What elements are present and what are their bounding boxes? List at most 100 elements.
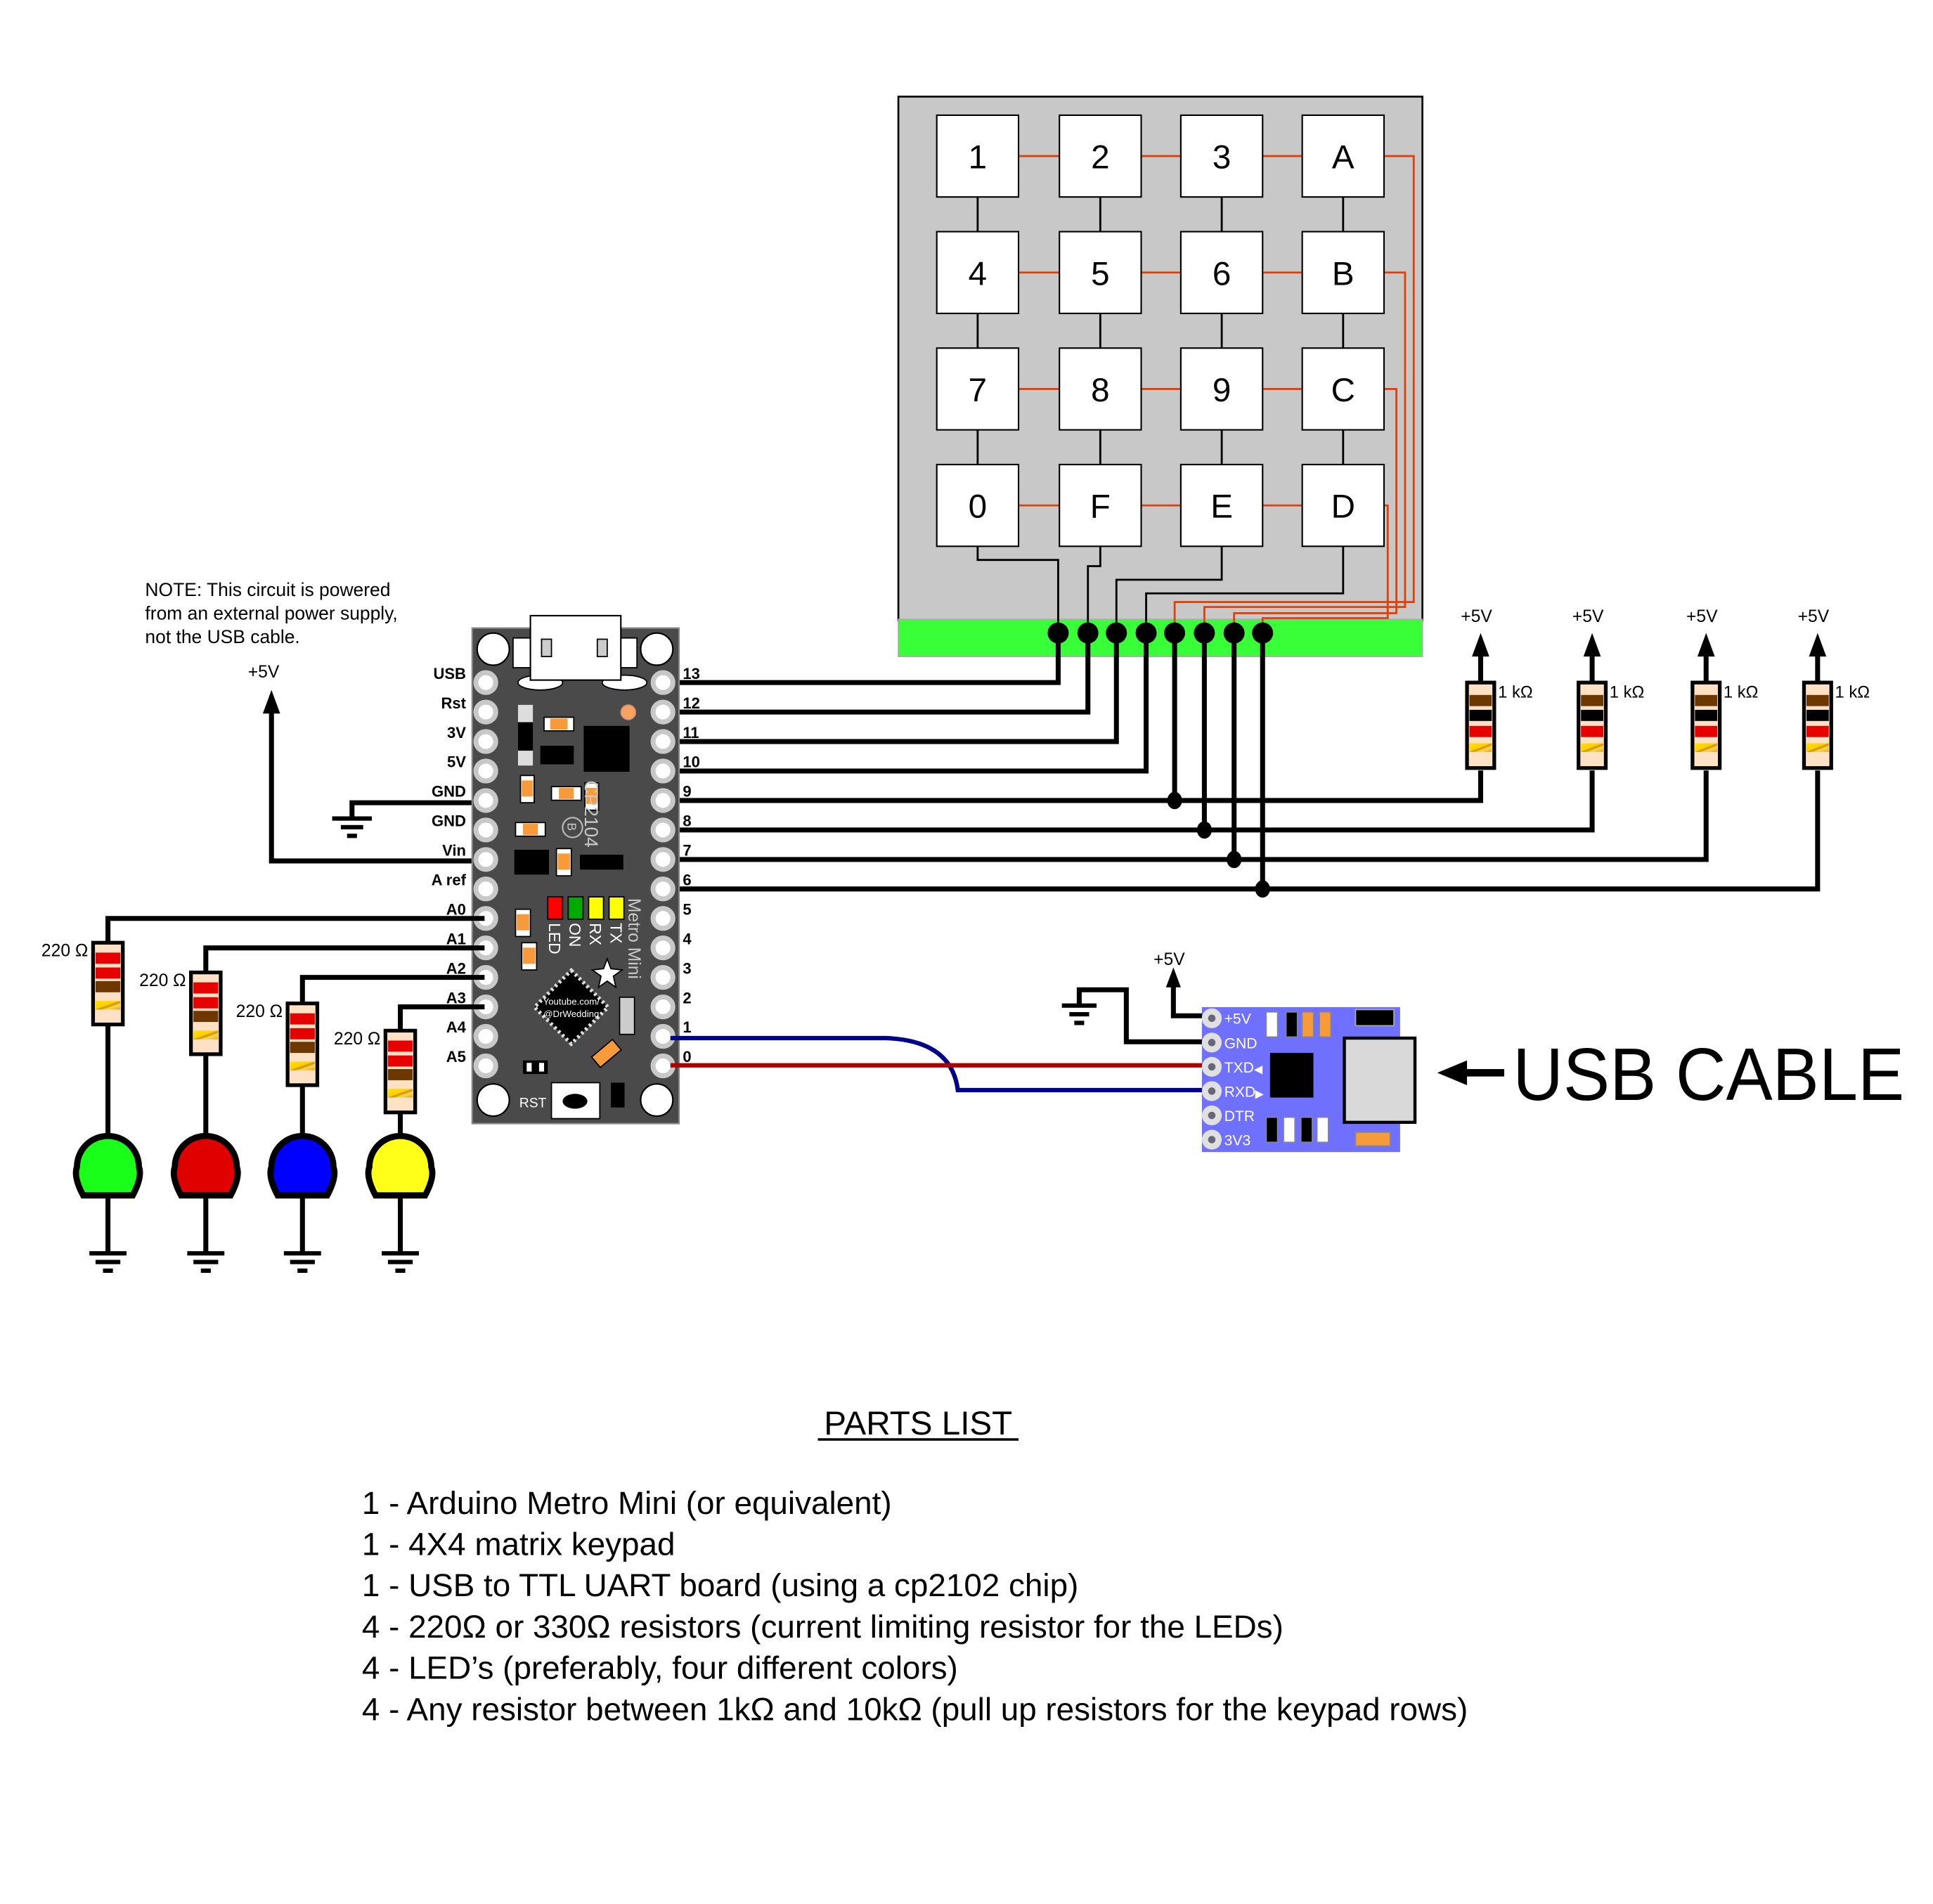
pin-d0[interactable]	[650, 1053, 675, 1079]
key-cap[interactable]	[1059, 114, 1142, 198]
key-cap[interactable]	[1301, 463, 1385, 548]
key-label: D	[1331, 488, 1355, 526]
key-9[interactable]: 9	[1179, 347, 1264, 431]
uart-components	[1265, 1009, 1395, 1147]
pin-d6[interactable]	[650, 876, 675, 902]
pin-gnd[interactable]	[473, 817, 498, 843]
adafruit-star-icon	[590, 957, 624, 989]
pin-label: Rst	[441, 694, 466, 712]
key-cap[interactable]	[1301, 114, 1385, 198]
note-line: not the USB cable.	[145, 626, 299, 647]
pin-3v[interactable]	[473, 729, 498, 754]
ground-bar	[290, 1259, 315, 1264]
pin-d12[interactable]	[650, 699, 675, 725]
uart-gnd-wire	[1076, 987, 1211, 1044]
micro-usb-connector[interactable]	[512, 614, 648, 691]
pin-a5[interactable]	[473, 1053, 498, 1079]
key-e[interactable]: E	[1179, 463, 1264, 548]
key-cap[interactable]	[1179, 463, 1264, 548]
pin-d9[interactable]	[650, 788, 675, 813]
pin-gnd[interactable]	[473, 788, 498, 813]
serial-wires	[670, 1035, 1211, 1093]
pin-d4[interactable]	[650, 935, 675, 961]
key-b[interactable]: B	[1301, 231, 1385, 314]
pin-label: A5	[446, 1048, 466, 1066]
usb-cable-callout: USB CABLE	[1437, 1033, 1904, 1116]
band-gold	[1581, 743, 1603, 752]
pin-d1[interactable]	[650, 1023, 675, 1049]
rx-wire	[670, 1035, 1211, 1093]
key-cap[interactable]	[1301, 231, 1385, 314]
key-7[interactable]: 7	[936, 347, 1020, 431]
parts-list-item: 4 - 220Ω or 330Ω resistors (current limi…	[362, 1609, 1284, 1645]
key-cap[interactable]	[936, 114, 1020, 198]
key-a[interactable]: A	[1301, 114, 1385, 198]
key-5[interactable]: 5	[1059, 231, 1142, 314]
resistor-value-label: 1 kΩ	[1498, 682, 1533, 701]
pin-d11[interactable]	[650, 729, 675, 754]
band-red	[95, 952, 121, 964]
key-d[interactable]: D	[1301, 463, 1385, 548]
pin-aref[interactable]	[473, 876, 498, 902]
key-4[interactable]: 4	[936, 231, 1020, 314]
key-2[interactable]: 2	[1059, 114, 1142, 198]
band-red	[95, 967, 121, 979]
column-exit-trace	[1145, 546, 1345, 633]
key-8[interactable]: 8	[1059, 347, 1142, 431]
key-cap[interactable]	[1179, 347, 1264, 431]
keypad-connector-pin	[1194, 622, 1215, 644]
resistor-value-label: 220 Ω	[334, 1030, 380, 1049]
status-led-led	[547, 896, 564, 920]
key-cap[interactable]	[1179, 231, 1264, 314]
reset-button[interactable]	[550, 1082, 601, 1120]
pin-d3[interactable]	[650, 965, 675, 990]
key-cap[interactable]	[1059, 231, 1142, 314]
arduino-board	[471, 627, 680, 1125]
led-circuit: 220 Ω	[236, 975, 485, 1273]
pin-5v[interactable]	[473, 758, 498, 784]
ground-icon	[382, 1251, 419, 1273]
band-gold	[1806, 743, 1829, 752]
pin-a4[interactable]	[473, 1023, 498, 1049]
led-yellow	[365, 1132, 436, 1199]
key-cap[interactable]	[1059, 463, 1142, 548]
key-f[interactable]: F	[1059, 463, 1142, 548]
column-exit-trace	[1115, 546, 1223, 633]
parts-list-title: PARTS LIST	[824, 1405, 1012, 1442]
pin-d10[interactable]	[650, 758, 675, 784]
pullup-resistor: +5V1 kΩ	[1686, 607, 1758, 770]
key-1[interactable]: 1	[936, 114, 1020, 198]
row-wire	[670, 770, 1483, 803]
key-cap[interactable]	[936, 231, 1020, 314]
uart-pin-label: +5V	[1224, 1011, 1251, 1028]
smd-components	[514, 704, 637, 1108]
key-cap[interactable]	[936, 347, 1020, 431]
key-0[interactable]: 0	[936, 463, 1020, 548]
pin-d13[interactable]	[650, 670, 675, 695]
supply-label: +5V	[1686, 607, 1718, 626]
pin-vin[interactable]	[473, 847, 498, 872]
pin-rst[interactable]	[473, 699, 498, 725]
pin-d2[interactable]	[650, 994, 675, 1020]
key-cap[interactable]	[1059, 347, 1142, 431]
pin-label: 12	[683, 694, 700, 712]
uart-pin-label: 3V3	[1224, 1132, 1251, 1148]
key-cap[interactable]	[936, 463, 1020, 548]
usb-port[interactable]	[1343, 1036, 1417, 1125]
pin-d5[interactable]	[650, 906, 675, 931]
key-cap[interactable]	[1179, 114, 1264, 198]
ground-bar	[89, 1251, 127, 1256]
key-cap[interactable]	[1301, 347, 1385, 431]
key-6[interactable]: 6	[1179, 231, 1264, 314]
pin-d7[interactable]	[650, 847, 675, 872]
parts-list: PARTS LIST 1 - Arduino Metro Mini (or eq…	[362, 1405, 1468, 1727]
status-led-label: LED	[545, 923, 564, 954]
ground-bar	[382, 1251, 419, 1256]
key-c[interactable]: C	[1301, 347, 1385, 431]
key-3[interactable]: 3	[1179, 114, 1264, 198]
row-exit-trace	[1203, 271, 1407, 633]
chip-text-line: Youtube.com/	[543, 996, 600, 1006]
pin-d8[interactable]	[650, 817, 675, 843]
pin-usb[interactable]	[473, 670, 498, 695]
